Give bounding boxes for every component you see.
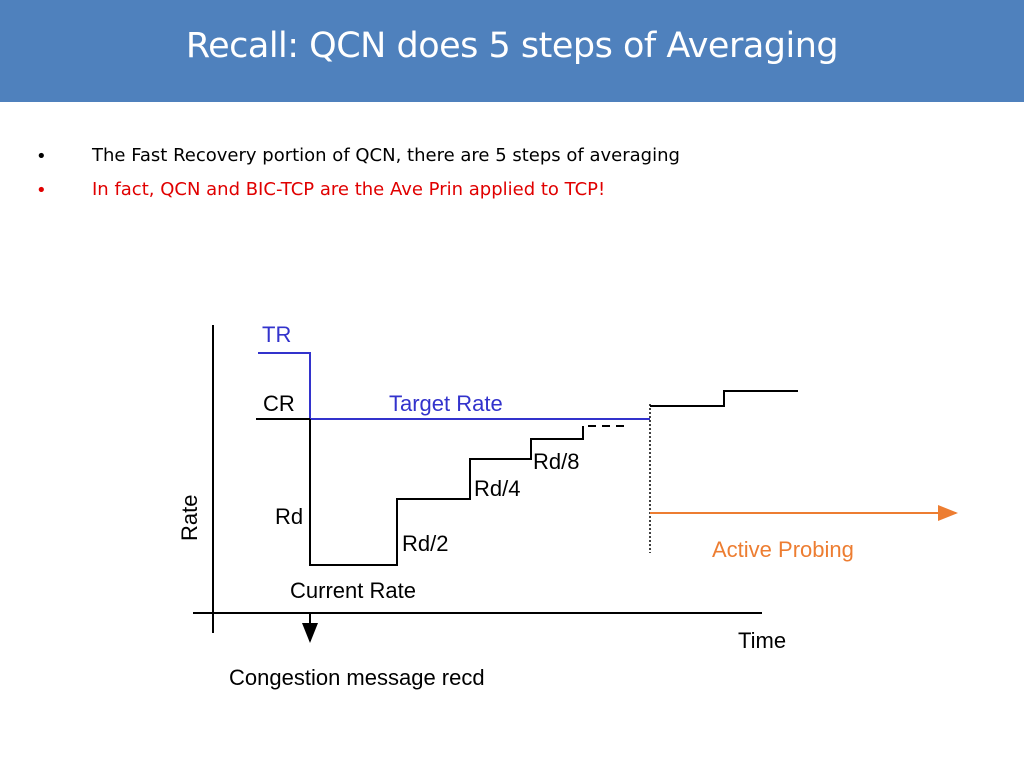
active-probing-label: Active Probing [712, 537, 854, 562]
rd-label: Rd [275, 504, 303, 529]
congestion-label: Congestion message recd [229, 665, 485, 690]
tr-label: TR [262, 322, 291, 347]
bullet-item-1: • The Fast Recovery portion of QCN, ther… [0, 142, 1024, 170]
current-rate-label: Current Rate [290, 578, 416, 603]
rd2-label: Rd/2 [402, 531, 448, 556]
rd4-label: Rd/4 [474, 476, 520, 501]
title-bar: Recall: QCN does 5 steps of Averaging [0, 0, 1024, 102]
cr-label: CR [263, 391, 295, 416]
current-rate-staircase [309, 419, 584, 566]
bullet-marker: • [36, 146, 47, 167]
time-axis-label: Time [738, 628, 786, 653]
target-rate-tr-line [258, 352, 311, 419]
bullet-text: The Fast Recovery portion of QCN, there … [92, 145, 680, 166]
bullet-text: In fact, QCN and BIC-TCP are the Ave Pri… [92, 179, 606, 200]
rate-axis-label: Rate [177, 495, 202, 541]
bullet-item-2: • In fact, QCN and BIC-TCP are the Ave P… [0, 176, 1024, 204]
bullet-marker: • [36, 180, 47, 201]
slide-title: Recall: QCN does 5 steps of Averaging [185, 26, 839, 66]
target-rate-label: Target Rate [389, 391, 503, 416]
rd8-label: Rd/8 [533, 449, 579, 474]
active-probing-staircase [650, 390, 798, 407]
